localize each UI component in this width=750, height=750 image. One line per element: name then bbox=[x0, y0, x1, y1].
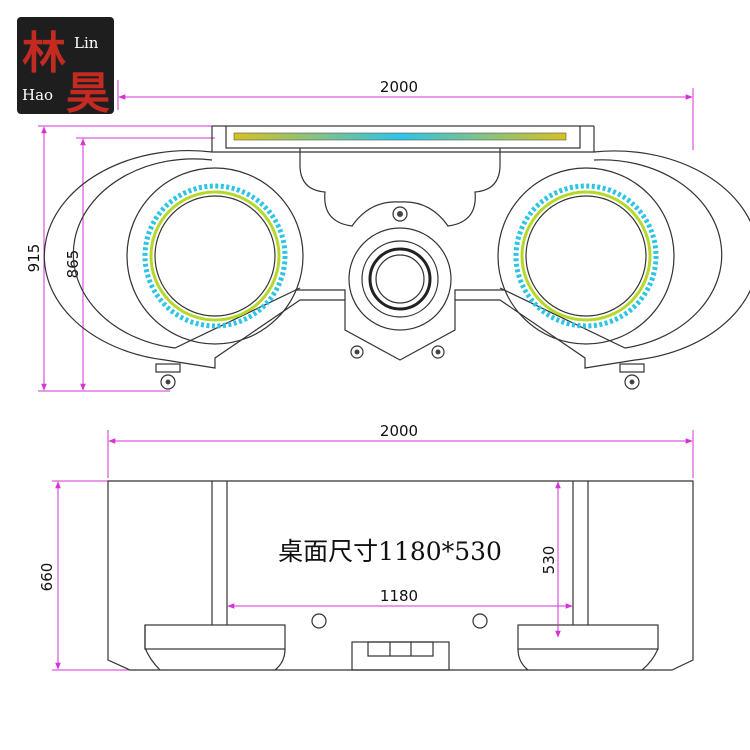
top-height-inner-dimension: 865 bbox=[64, 137, 215, 392]
logo-char-hao: 昊 bbox=[66, 68, 110, 119]
logo-text-hao: Hao bbox=[22, 86, 53, 104]
front-width-label: 2000 bbox=[380, 422, 418, 440]
logo-char-lin: 林 bbox=[22, 28, 66, 79]
right-led-ring bbox=[497, 167, 675, 345]
table-width-label: 1180 bbox=[380, 587, 418, 605]
top-height-outer-label: 915 bbox=[25, 244, 43, 273]
front-height-label: 660 bbox=[38, 563, 56, 592]
logo-text-lin: Lin bbox=[74, 34, 99, 52]
logo-background bbox=[17, 17, 114, 114]
top-height-outer-dimension: 915 bbox=[25, 125, 215, 392]
brand-logo: 林 昊 Lin Hao bbox=[17, 17, 114, 119]
console-body-top bbox=[43, 125, 750, 369]
center-speaker bbox=[348, 227, 452, 331]
top-view: 2000 915 865 bbox=[25, 78, 750, 392]
top-width-dimension: 2000 bbox=[117, 78, 694, 150]
table-width-dimension: 1180 bbox=[227, 587, 573, 609]
front-width-dimension: 2000 bbox=[107, 422, 694, 478]
right-caster bbox=[619, 363, 645, 390]
table-size-caption: 桌面尺寸1180*530 bbox=[278, 537, 502, 566]
left-caster bbox=[155, 363, 181, 390]
knobs bbox=[350, 206, 445, 359]
table-height-label: 530 bbox=[540, 546, 558, 575]
top-height-inner-label: 865 bbox=[64, 250, 82, 279]
front-view: 2000 660 bbox=[38, 422, 694, 671]
led-strip bbox=[233, 132, 567, 141]
front-height-dimension: 660 bbox=[38, 480, 130, 671]
top-width-label: 2000 bbox=[380, 78, 418, 96]
left-led-ring bbox=[126, 167, 304, 345]
table-height-dimension: 530 bbox=[540, 481, 561, 638]
console-body-front bbox=[107, 480, 694, 671]
